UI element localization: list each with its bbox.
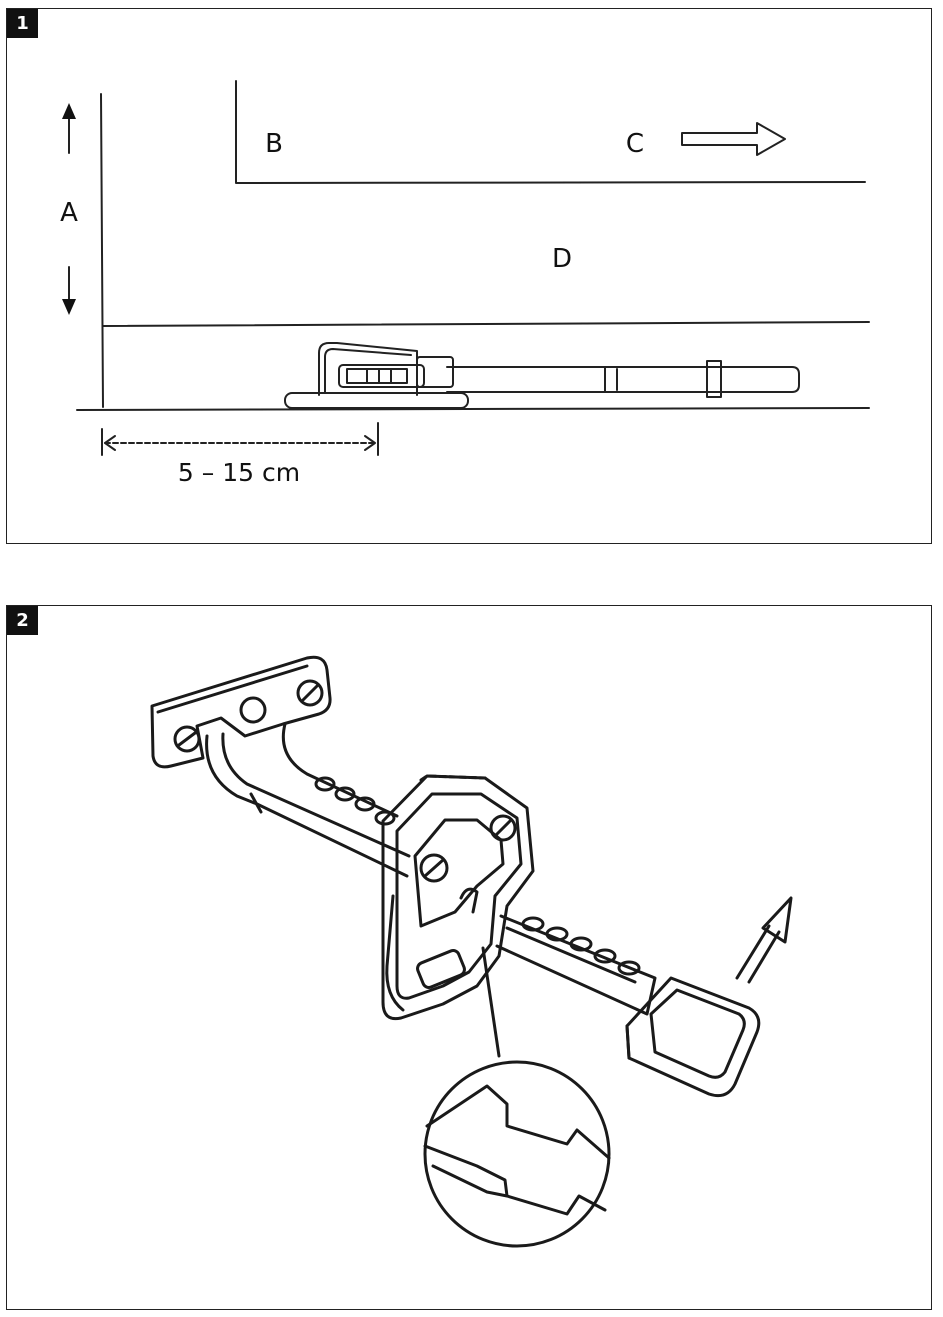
housing-screw-1: [419, 853, 449, 883]
stopper-base: [284, 392, 469, 409]
sash-bottom-line: [102, 321, 870, 327]
wall-line: [100, 93, 104, 408]
arrow-up-head: [62, 103, 76, 119]
figure-2-number: 2: [7, 606, 38, 635]
stopper-housing: [381, 774, 535, 1021]
arrow-down-head: [62, 299, 76, 315]
stopper-bar: [446, 366, 800, 393]
release-arrow-shaft-2: [747, 930, 781, 984]
detail-circle: [423, 1060, 611, 1248]
label-b: B: [265, 129, 283, 159]
detail-pointer: [481, 946, 501, 1058]
bracket-screw-2: [239, 696, 267, 724]
stopper-handle: [625, 976, 761, 1098]
release-arrow-head: [761, 896, 793, 944]
figure-1-drawing: A B C D 5 – 15 cm: [60, 80, 870, 487]
release-arrow-shaft-1: [735, 924, 771, 980]
figure-2-panel: 2: [6, 605, 932, 1310]
bracket-screw-1: [173, 725, 201, 753]
figure-1-panel: 1: [6, 8, 932, 544]
stopper-body: [318, 342, 418, 396]
label-d: D: [552, 244, 572, 274]
bracket-screw-3: [296, 679, 324, 707]
floor-line: [76, 407, 870, 411]
frame-corner: [235, 80, 866, 184]
figure-1-number: 1: [7, 9, 38, 38]
dimension-label: 5 – 15 cm: [178, 458, 300, 487]
stopper-arm: [495, 914, 657, 1016]
bracket-arm: [205, 734, 409, 878]
direction-arrow: [681, 122, 786, 156]
label-c: C: [626, 129, 644, 159]
housing-screw-2: [489, 814, 517, 842]
mounting-bracket: [150, 655, 332, 769]
label-a: A: [60, 198, 78, 228]
figure-2-drawing: [150, 655, 793, 1248]
